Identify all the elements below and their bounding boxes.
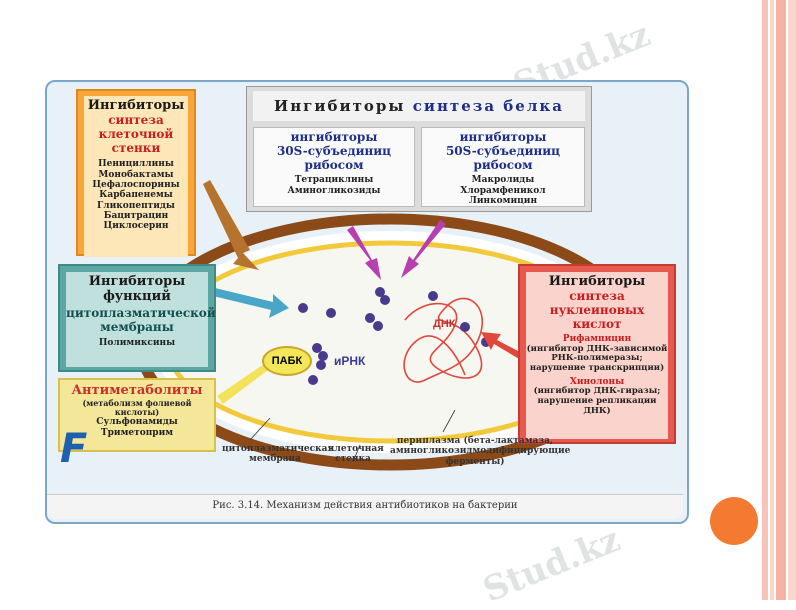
arrow-30s xyxy=(347,226,381,280)
ribosome xyxy=(312,343,322,353)
cell-wall-subtitle: синтеза клеточной стенки xyxy=(98,112,174,155)
drug-item: Тетрациклины xyxy=(294,175,374,186)
bacterial-cell-diagram xyxy=(134,180,646,471)
label-cytoplasmic-membrane: цитоплазматическая мембрана xyxy=(222,444,335,465)
drug-item: Монобактамы xyxy=(98,169,174,180)
drug-item: Макролиды xyxy=(471,175,535,186)
ribosome xyxy=(460,322,470,332)
decor-circle xyxy=(710,497,758,545)
nucleic-subtitle: синтеза нуклеиновых кислот xyxy=(549,288,645,331)
decor-stripe xyxy=(770,0,774,600)
drug-item: Линкомицин xyxy=(468,196,538,207)
drug-item: Гликопептиды xyxy=(97,200,175,211)
cell-wall-title: Ингибиторы xyxy=(87,98,185,113)
protein-synthesis-box: Ингибиторы синтеза белка ингибиторы 30S-… xyxy=(246,86,592,212)
ribosome xyxy=(318,351,328,361)
membrane-title: Ингибиторы функций xyxy=(88,274,186,304)
drug-item: Хлорамфеникол xyxy=(460,185,546,196)
drug-item: Циклосерин xyxy=(103,221,169,232)
decor-stripe xyxy=(762,0,768,600)
mrna-label: иРНК xyxy=(334,354,366,368)
arrow-50s xyxy=(401,220,446,278)
paba-label: ПАБК xyxy=(262,346,312,376)
publisher-logo: F xyxy=(60,426,88,472)
ribosome xyxy=(308,375,318,385)
nucleic-note: (ингибитор ДНК-гиразы; нарушение реплика… xyxy=(533,386,661,416)
ribosome xyxy=(298,303,308,313)
arrow-cell-wall xyxy=(203,180,259,270)
protein-title-plain: Ингибиторы xyxy=(274,97,406,115)
figure-caption: Рис. 3.14. Механизм действия антибиотико… xyxy=(212,500,518,511)
dna-label: ДНК xyxy=(433,318,456,330)
dna-strand xyxy=(403,297,483,383)
ribosome xyxy=(380,295,390,305)
ribo50-title: ингибиторы xyxy=(459,130,547,144)
ribosome xyxy=(316,360,326,370)
drug-item: Сульфонамиды xyxy=(96,417,178,428)
ribo30-title: ингибиторы xyxy=(290,130,378,144)
drug-item: Пенициллины xyxy=(98,159,174,170)
arrow-membrane xyxy=(213,288,289,318)
ribosome xyxy=(375,287,385,297)
ribo30-subtitle: 30S-субъединиц рибосом xyxy=(276,143,392,172)
membrane-inhibitors-box: Ингибиторы функций цитоплазматической ме… xyxy=(58,264,216,372)
ribosome-30s-box: ингибиторы 30S-субъединиц рибосом Тетрац… xyxy=(253,127,415,207)
caption-bar xyxy=(47,494,683,519)
ribosome xyxy=(326,308,336,318)
drug-item: Цефалоспорины xyxy=(92,180,180,191)
nucleic-inhibitors-box: Ингибиторы синтеза нуклеиновых кислот Ри… xyxy=(518,264,676,444)
ribosome xyxy=(365,313,375,323)
antimetab-note: (метаболизм фолиевой кислоты) xyxy=(82,397,192,418)
ribo50-subtitle: 50S-субъединиц рибосом xyxy=(445,143,561,172)
decor-stripe xyxy=(788,0,796,600)
ribosome xyxy=(373,321,383,331)
drug-item: Рифампицин xyxy=(562,334,632,345)
ribosome xyxy=(428,291,438,301)
drug-item: Хинолоны xyxy=(569,376,625,387)
protein-synthesis-header: Ингибиторы синтеза белка xyxy=(253,91,585,121)
ribosomes xyxy=(298,287,491,385)
nucleic-note: (ингибитор ДНК-зависимой РНК-полимеразы;… xyxy=(526,343,668,374)
label-periplasm: периплазма (бета-лактамаза, аминогликози… xyxy=(390,436,571,467)
label-cell-wall: клеточная стенка xyxy=(328,444,384,465)
nucleic-title: Ингибиторы xyxy=(548,274,646,289)
drug-item: Триметоприм xyxy=(100,427,174,438)
drug-item: Полимиксины xyxy=(98,338,176,349)
drug-item: Аминогликозиды xyxy=(287,185,381,196)
protein-title-colored: синтеза белка xyxy=(412,97,564,115)
ribosome-50s-box: ингибиторы 50S-субъединиц рибосом Макрол… xyxy=(421,127,585,207)
membrane-subtitle: цитоплазматической мембраны xyxy=(66,305,216,334)
watermark: Stud.kz xyxy=(477,519,626,610)
drug-item: Бацитрацин xyxy=(103,211,169,222)
drug-item: Карбапенемы xyxy=(99,190,173,201)
antimetab-title: Антиметаболиты xyxy=(71,383,203,398)
decor-stripe xyxy=(776,0,786,600)
drug-arrows xyxy=(203,180,535,404)
cell-wall-inhibitors-box: Ингибиторы синтеза клеточной стенки Пени… xyxy=(76,89,196,257)
antimetabolites-box: Антиметаболиты (метаболизм фолиевой кисл… xyxy=(58,378,216,452)
